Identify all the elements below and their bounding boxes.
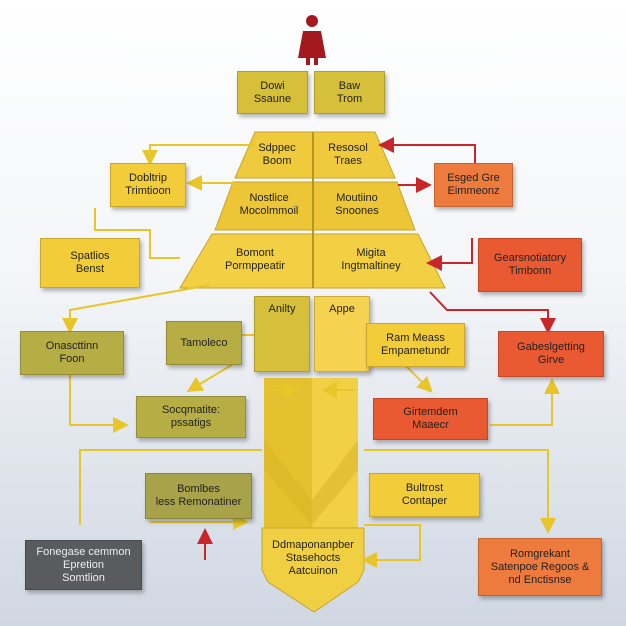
tier-1-right-label: Resosol Traes [328,142,368,167]
tier-2-shape [214,181,416,231]
right-box-4: Ram Meass Empametundr [366,323,465,367]
person-icon [298,15,326,65]
right-box-2: Gearsnotiatory Timbonn [478,238,582,292]
tier-1-shape [234,131,396,179]
top-left-box: Dowi Ssaune [237,71,308,114]
left-box-6: Bomlbes less Remonatiner [145,473,252,519]
tier-3-right-label: Migita Ingtmaltiney [341,247,401,272]
bottom-arrow-shape [261,527,365,613]
tier-4-right-box: Appe [314,296,370,372]
pyramid-tiers [179,131,446,613]
top-right-box: Baw Trom [314,71,385,114]
right-box-3: Gabeslgetting Girve [498,331,604,377]
tier-3-left-label: Bomont Pormppeatir [225,247,285,272]
left-box-3: Onascttinn Foon [20,331,124,375]
bottom-arrow-label: Ddmaponanpber Stasehocts Aatcuinon [272,538,354,577]
yellow-connectors [62,144,560,568]
right-box-7: Romgrekant Satenpoe Regoos & nd Enctisns… [478,538,602,596]
left-box-5: Socqmatite: pssatigs [136,396,246,438]
tier-2-left-label: Nostlice Mocolmmoil [239,192,299,217]
red-connectors [197,137,556,560]
left-box-7: Fonegase cemmon Epretion Somtlion [25,540,142,590]
right-box-1: Esged Gre Eimmeonz [434,163,513,207]
right-box-6: Bultrost Contaper [369,473,480,517]
left-box-1: Dobltrip Trimtioon [110,163,186,207]
tier-2-right-label: Moutiino Snoones [335,192,379,217]
left-box-2: Spatlios Benst [40,238,140,288]
left-box-4: Tamoleco [166,321,242,365]
tier-1-left-label: Sdppec Boom [258,142,296,167]
center-column-chevron [264,440,358,525]
right-box-5: Girtemdem Maaecr [373,398,488,440]
tier-4-left-box: Anilty [254,296,310,372]
